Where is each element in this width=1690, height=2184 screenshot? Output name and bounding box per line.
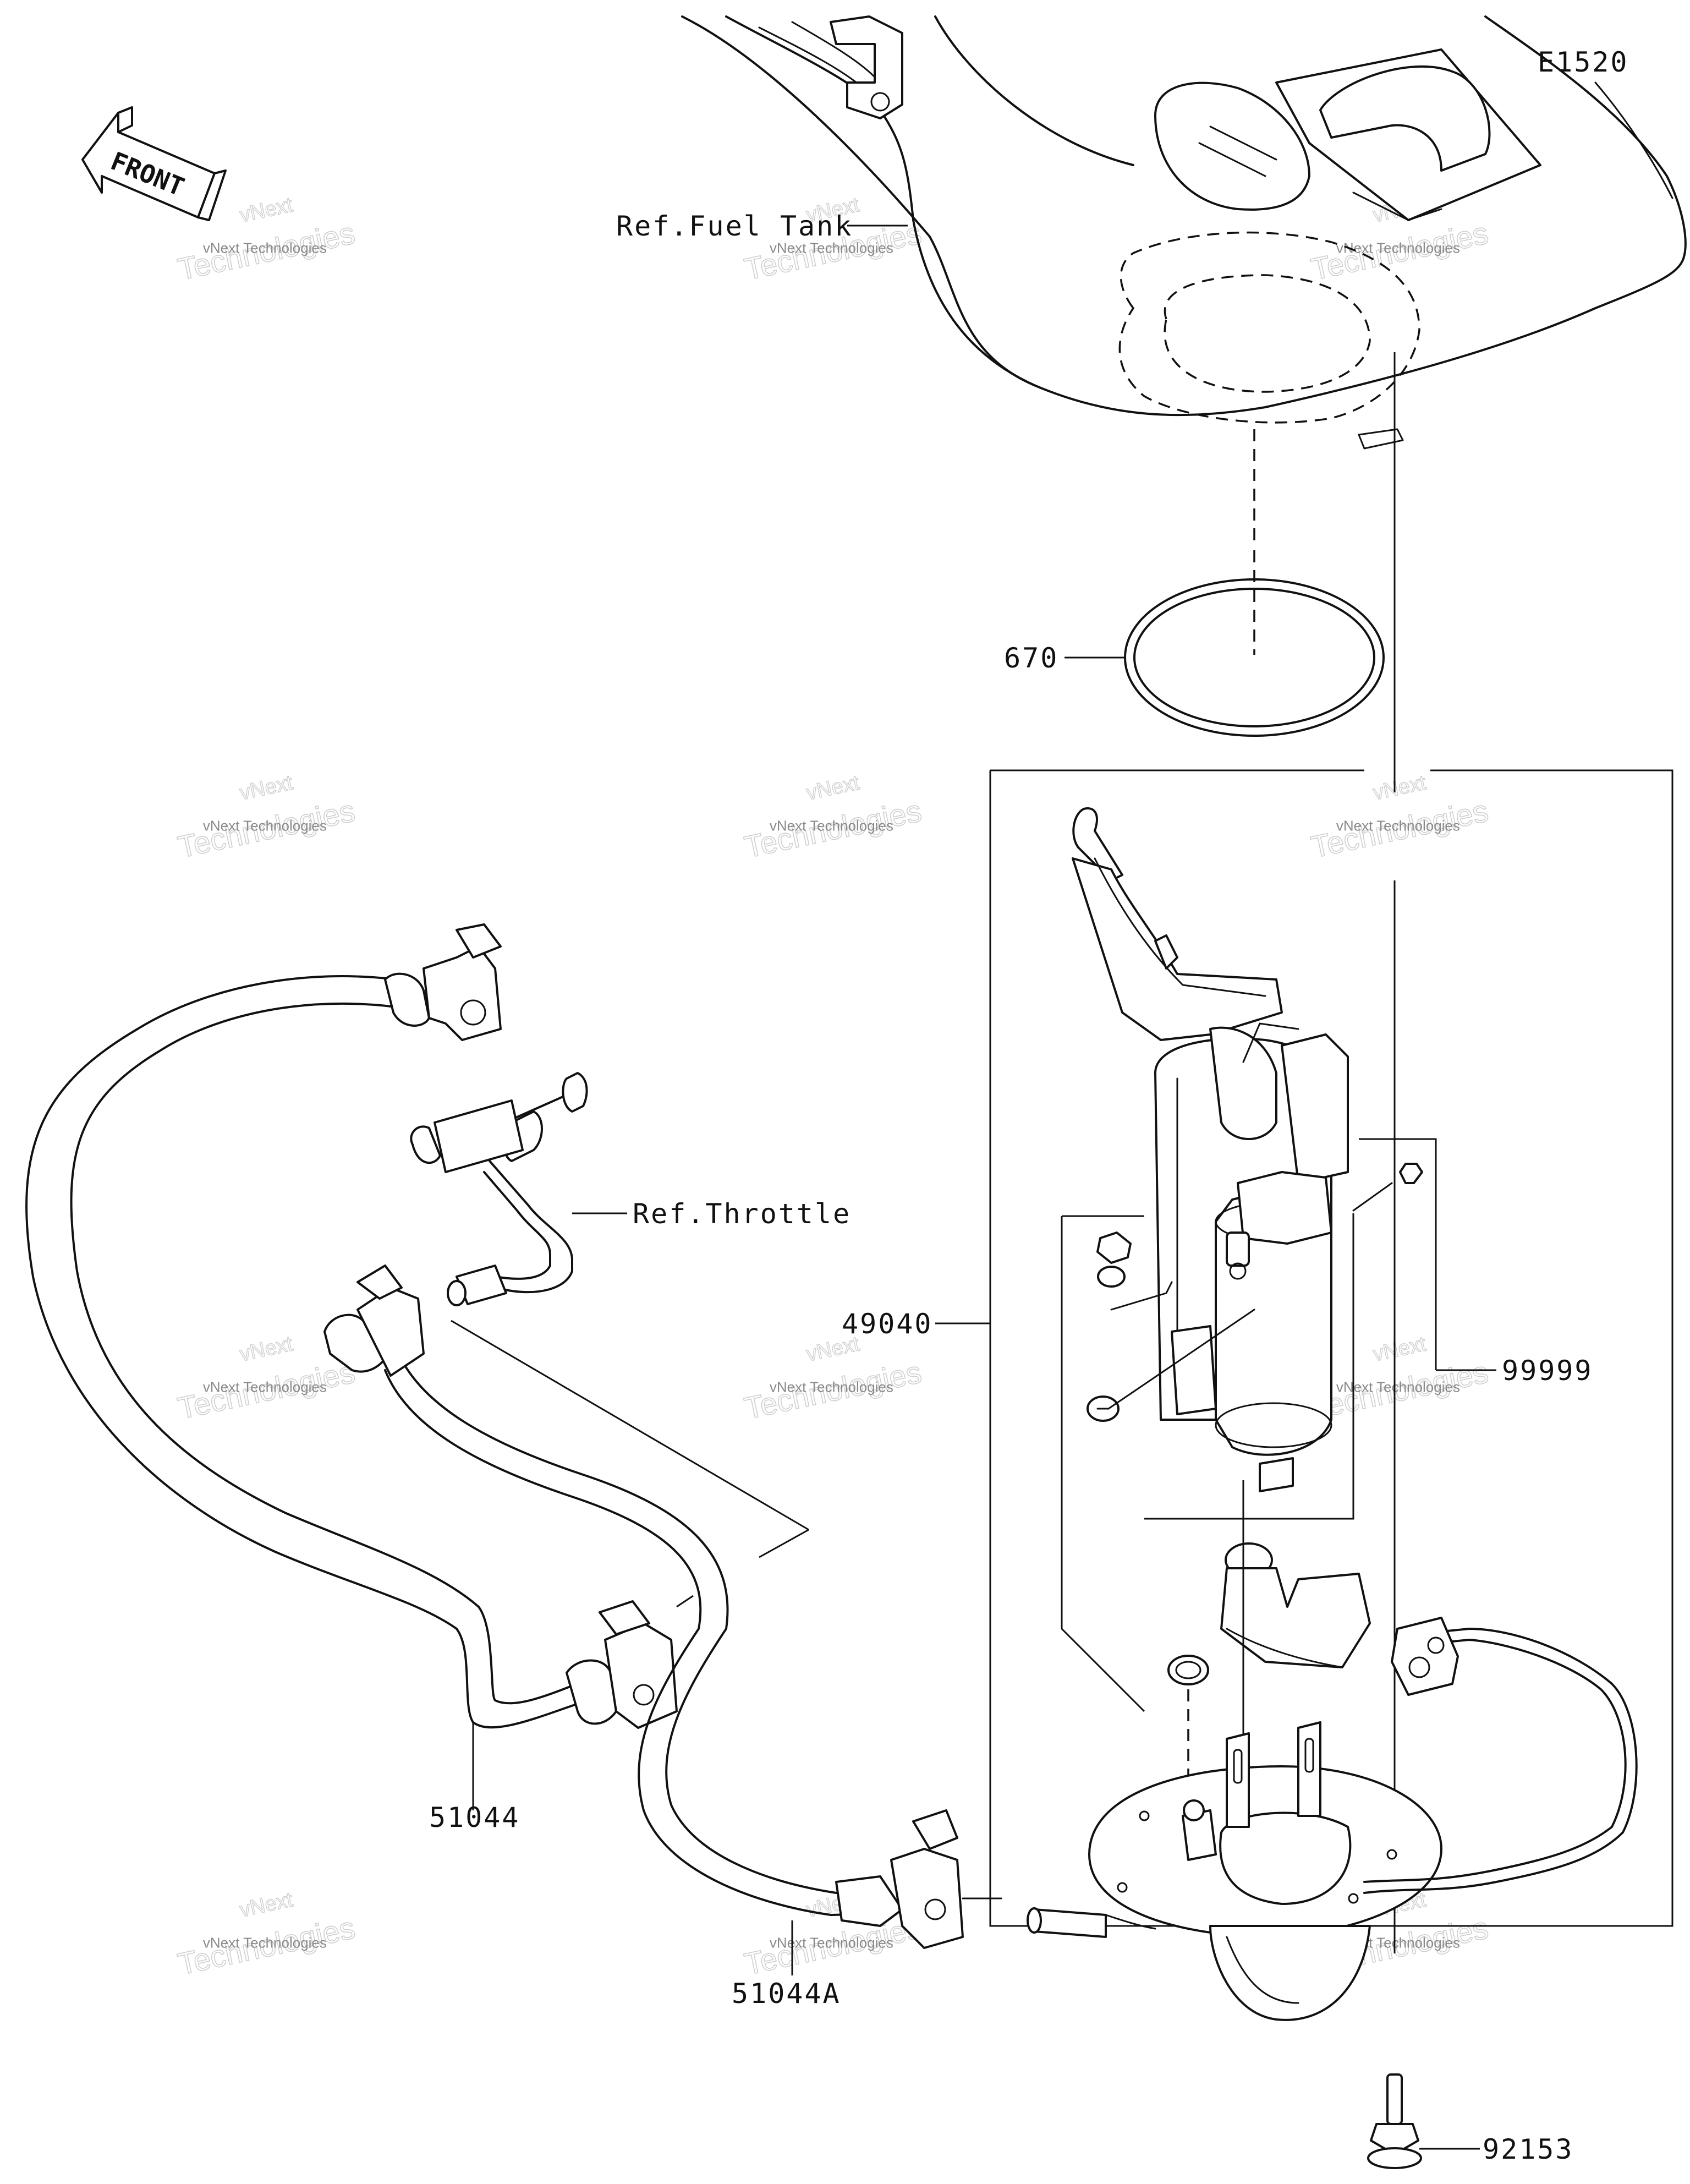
watermark-brand: vNext (238, 1332, 295, 1366)
watermark-company: vNext Technologies (770, 1379, 893, 1395)
watermark-company: vNext Technologies (770, 240, 893, 256)
watermark-company: vNext Technologies (1336, 1379, 1460, 1395)
watermark-brand: vNext (1371, 1332, 1428, 1366)
pump-sub-set-bracket: 99999 (1061, 1138, 1593, 1712)
watermark-company: vNext Technologies (1336, 240, 1460, 256)
bolt-92153: 92153 (1367, 2073, 1574, 2169)
watermark-company: vNext Technologies (203, 240, 327, 256)
gasket-670: 670 (1004, 550, 1385, 737)
watermark-company: vNext Technologies (203, 1379, 327, 1395)
fuel-hose-51044a: 51044A (323, 1265, 1002, 2010)
callout-51044a: 51044A (732, 1978, 841, 2010)
watermark-brand: vNext (1371, 771, 1428, 804)
front-arrow-icon: FRONT (81, 106, 227, 221)
watermark-brand: vNext (238, 1888, 295, 1922)
throttle-reference: Ref.Throttle (410, 1072, 851, 1306)
watermark-company: vNext Technologies (203, 1935, 327, 1951)
diagram-code: E1520 (1538, 46, 1629, 78)
fuel-pump-module (1027, 807, 1638, 2021)
watermark-company: vNext Technologies (770, 818, 893, 834)
watermark-brand: vNext (238, 771, 295, 804)
callout-49040: 49040 (842, 1308, 933, 1340)
fuel-hose-51044: 51044 (25, 923, 678, 1833)
callout-51044: 51044 (429, 1802, 520, 1833)
ref-fuel-tank-label: Ref.Fuel Tank (616, 210, 853, 242)
callout-99999: 99999 (1502, 1355, 1593, 1387)
ref-throttle-label: Ref.Throttle (633, 1198, 851, 1230)
watermark-brand: vNext (804, 771, 862, 804)
callout-670: 670 (1004, 642, 1058, 674)
watermark-brand: vNext (238, 193, 295, 227)
watermark-company: vNext Technologies (203, 818, 327, 834)
fuel-tank-reference: Ref.Fuel Tank (616, 15, 1687, 545)
fuel-pump-assy-bracket: 49040 (842, 769, 1673, 1927)
watermark-company: vNext Technologies (1336, 818, 1460, 834)
callout-92153: 92153 (1483, 2133, 1574, 2165)
watermark-company: vNext Technologies (770, 1935, 893, 1951)
